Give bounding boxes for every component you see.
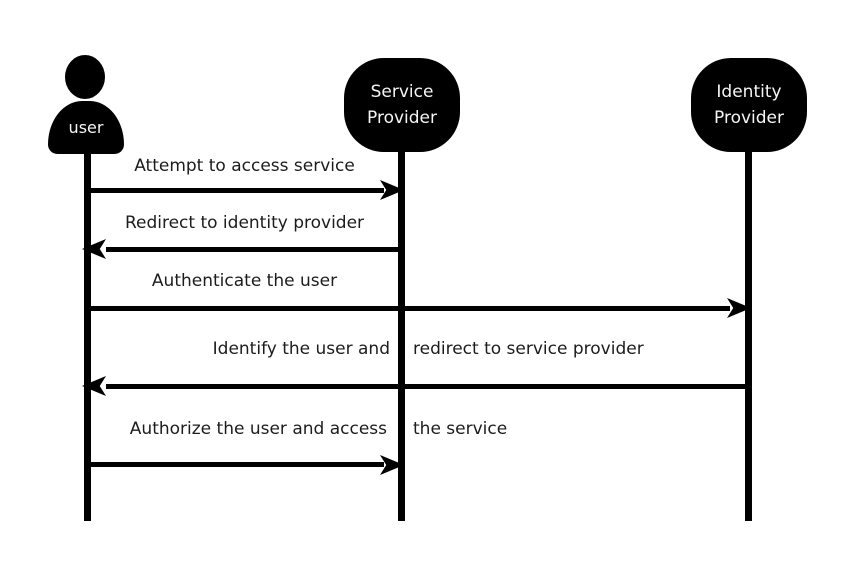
message-1-arrow-line [84,188,384,193]
service-provider-label-line1: Service [370,82,434,102]
user-person-body-icon: user [48,101,124,154]
message-5-label-left: Authorize the user and access [129,419,387,439]
message-3-arrow-line [84,306,730,311]
message-2-label: Redirect to identity provider [124,213,365,233]
lifeline-user [84,152,91,521]
message-4-label-right: redirect to service provider [413,339,644,359]
message-1-label: Attempt to access service [134,156,355,176]
identity-provider-label-line2: Provider [714,108,784,128]
identity-provider-label-line1: Identity [716,82,782,102]
actor-service-provider: Service Provider [344,58,460,152]
message-5-label-right: the service [413,419,508,439]
message-3-label: Authenticate the user [151,271,338,291]
lifeline-service-provider [398,152,405,521]
message-2-arrow-line [106,247,402,252]
user-person-head-icon [65,55,105,99]
service-provider-label-line2: Provider [367,108,437,128]
actor-user-label: user [68,117,104,137]
actor-identity-provider: Identity Provider [691,58,807,152]
message-4-label-left: Identify the user and [212,339,390,359]
lifeline-identity-provider [745,152,752,521]
message-4-arrow-line [106,384,748,389]
message-5-arrow-line [84,462,384,467]
